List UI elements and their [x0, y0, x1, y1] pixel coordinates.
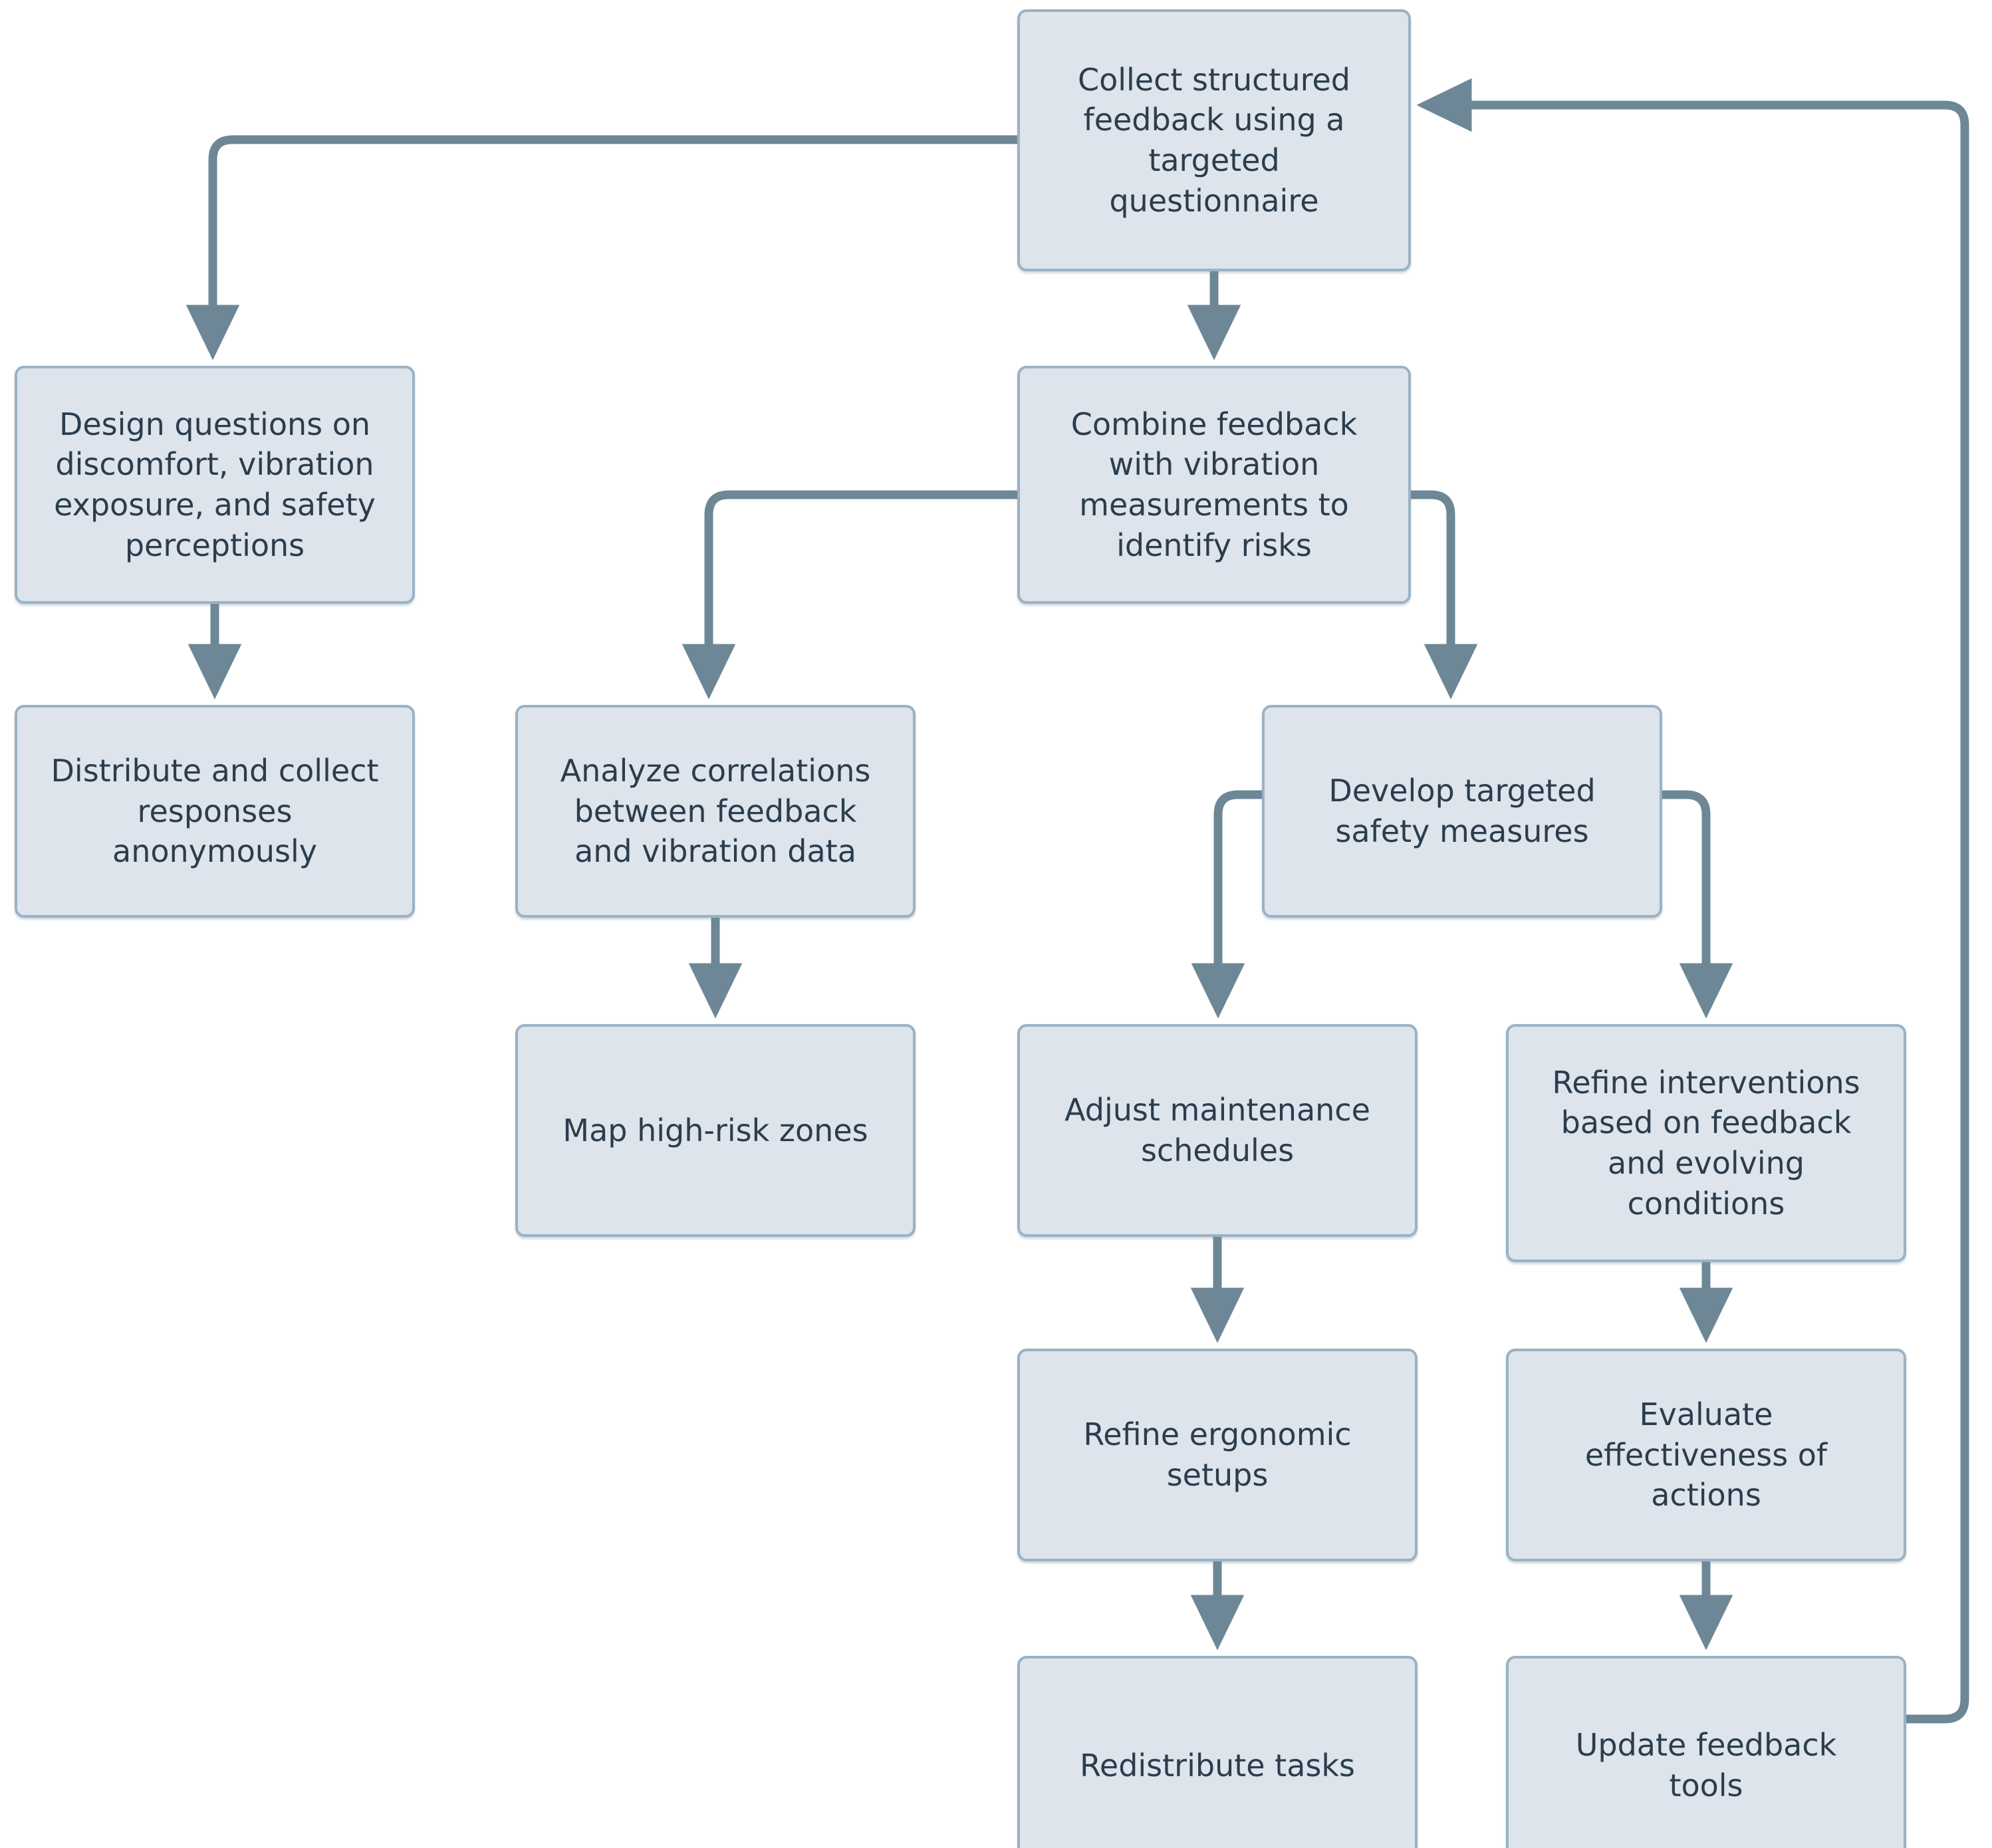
node-evaluate-effectiveness-label: Evaluate effectiveness of actions — [1584, 1396, 1828, 1514]
node-distribute-responses[interactable]: Distribute and collect responses anonymo… — [15, 705, 415, 918]
node-refine-ergonomic-label: Refine ergonomic setups — [1083, 1416, 1352, 1493]
node-combine-feedback-label: Combine feedback with vibration measurem… — [1070, 406, 1358, 563]
node-collect-feedback[interactable]: Collect structured feedback using a targ… — [1017, 9, 1411, 271]
node-develop-safety-measures[interactable]: Develop targeted safety measures — [1262, 705, 1662, 918]
node-refine-interventions-label: Refine interventions based on feedback a… — [1552, 1064, 1860, 1222]
node-adjust-maintenance-label: Adjust maintenance schedules — [1064, 1092, 1370, 1168]
node-evaluate-effectiveness[interactable]: Evaluate effectiveness of actions — [1506, 1349, 1906, 1561]
node-map-highrisk-zones-label: Map high-risk zones — [562, 1112, 868, 1148]
node-design-questions-label: Design questions on discomfort, vibratio… — [54, 406, 376, 563]
node-develop-safety-measures-label: Develop targeted safety measures — [1328, 773, 1596, 849]
node-adjust-maintenance[interactable]: Adjust maintenance schedules — [1017, 1024, 1418, 1237]
node-redistribute-tasks-label: Redistribute tasks — [1080, 1747, 1355, 1783]
node-combine-feedback[interactable]: Combine feedback with vibration measurem… — [1017, 366, 1411, 604]
node-refine-ergonomic[interactable]: Refine ergonomic setups — [1017, 1349, 1418, 1561]
node-distribute-responses-label: Distribute and collect responses anonymo… — [51, 752, 379, 870]
edge-combine-to-develop — [1406, 490, 1478, 700]
node-design-questions[interactable]: Design questions on discomfort, vibratio… — [15, 366, 415, 604]
edge-develop-to-refine-interventions — [1658, 790, 1733, 1019]
node-refine-interventions[interactable]: Refine interventions based on feedback a… — [1506, 1024, 1906, 1262]
node-update-feedback-tools-label: Update feedback tools — [1575, 1727, 1837, 1803]
edge-combine-to-analyze — [682, 490, 1022, 700]
node-map-highrisk-zones[interactable]: Map high-risk zones — [515, 1024, 916, 1237]
edge-develop-to-adjust — [1191, 790, 1267, 1019]
edge-collect-to-design — [186, 135, 1022, 360]
node-analyze-correlations-label: Analyze correlations between feedback an… — [560, 752, 871, 870]
node-redistribute-tasks[interactable]: Redistribute tasks — [1017, 1656, 1418, 1848]
node-analyze-correlations[interactable]: Analyze correlations between feedback an… — [515, 705, 916, 918]
node-update-feedback-tools[interactable]: Update feedback tools — [1506, 1656, 1906, 1848]
node-collect-feedback-label: Collect structured feedback using a targ… — [1077, 61, 1351, 219]
